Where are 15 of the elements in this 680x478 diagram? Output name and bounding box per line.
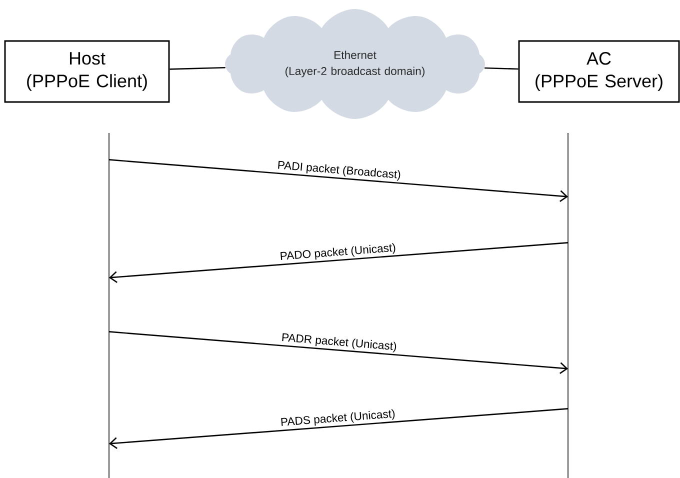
arrow xyxy=(108,331,568,374)
lifeline xyxy=(108,132,110,478)
edge-label: PADI packet (Broadcast) xyxy=(278,160,400,181)
network-cloud: Ethernet (Layer-2 broadcast domain) xyxy=(225,9,485,119)
arrow xyxy=(108,159,568,202)
edge-label: PADR packet (Unicast) xyxy=(282,333,396,352)
connector-line xyxy=(170,66,226,70)
arrow xyxy=(109,242,568,283)
process-box: AC (PPPoE Server) xyxy=(518,40,680,103)
edge-label: PADO packet (Unicast) xyxy=(280,243,396,260)
connector-line xyxy=(484,67,518,70)
arrow xyxy=(109,408,568,449)
process-box: Host (PPPoE Client) xyxy=(4,40,170,103)
lifeline xyxy=(567,132,569,478)
edge-label: PADS packet (Unicast) xyxy=(281,409,395,426)
